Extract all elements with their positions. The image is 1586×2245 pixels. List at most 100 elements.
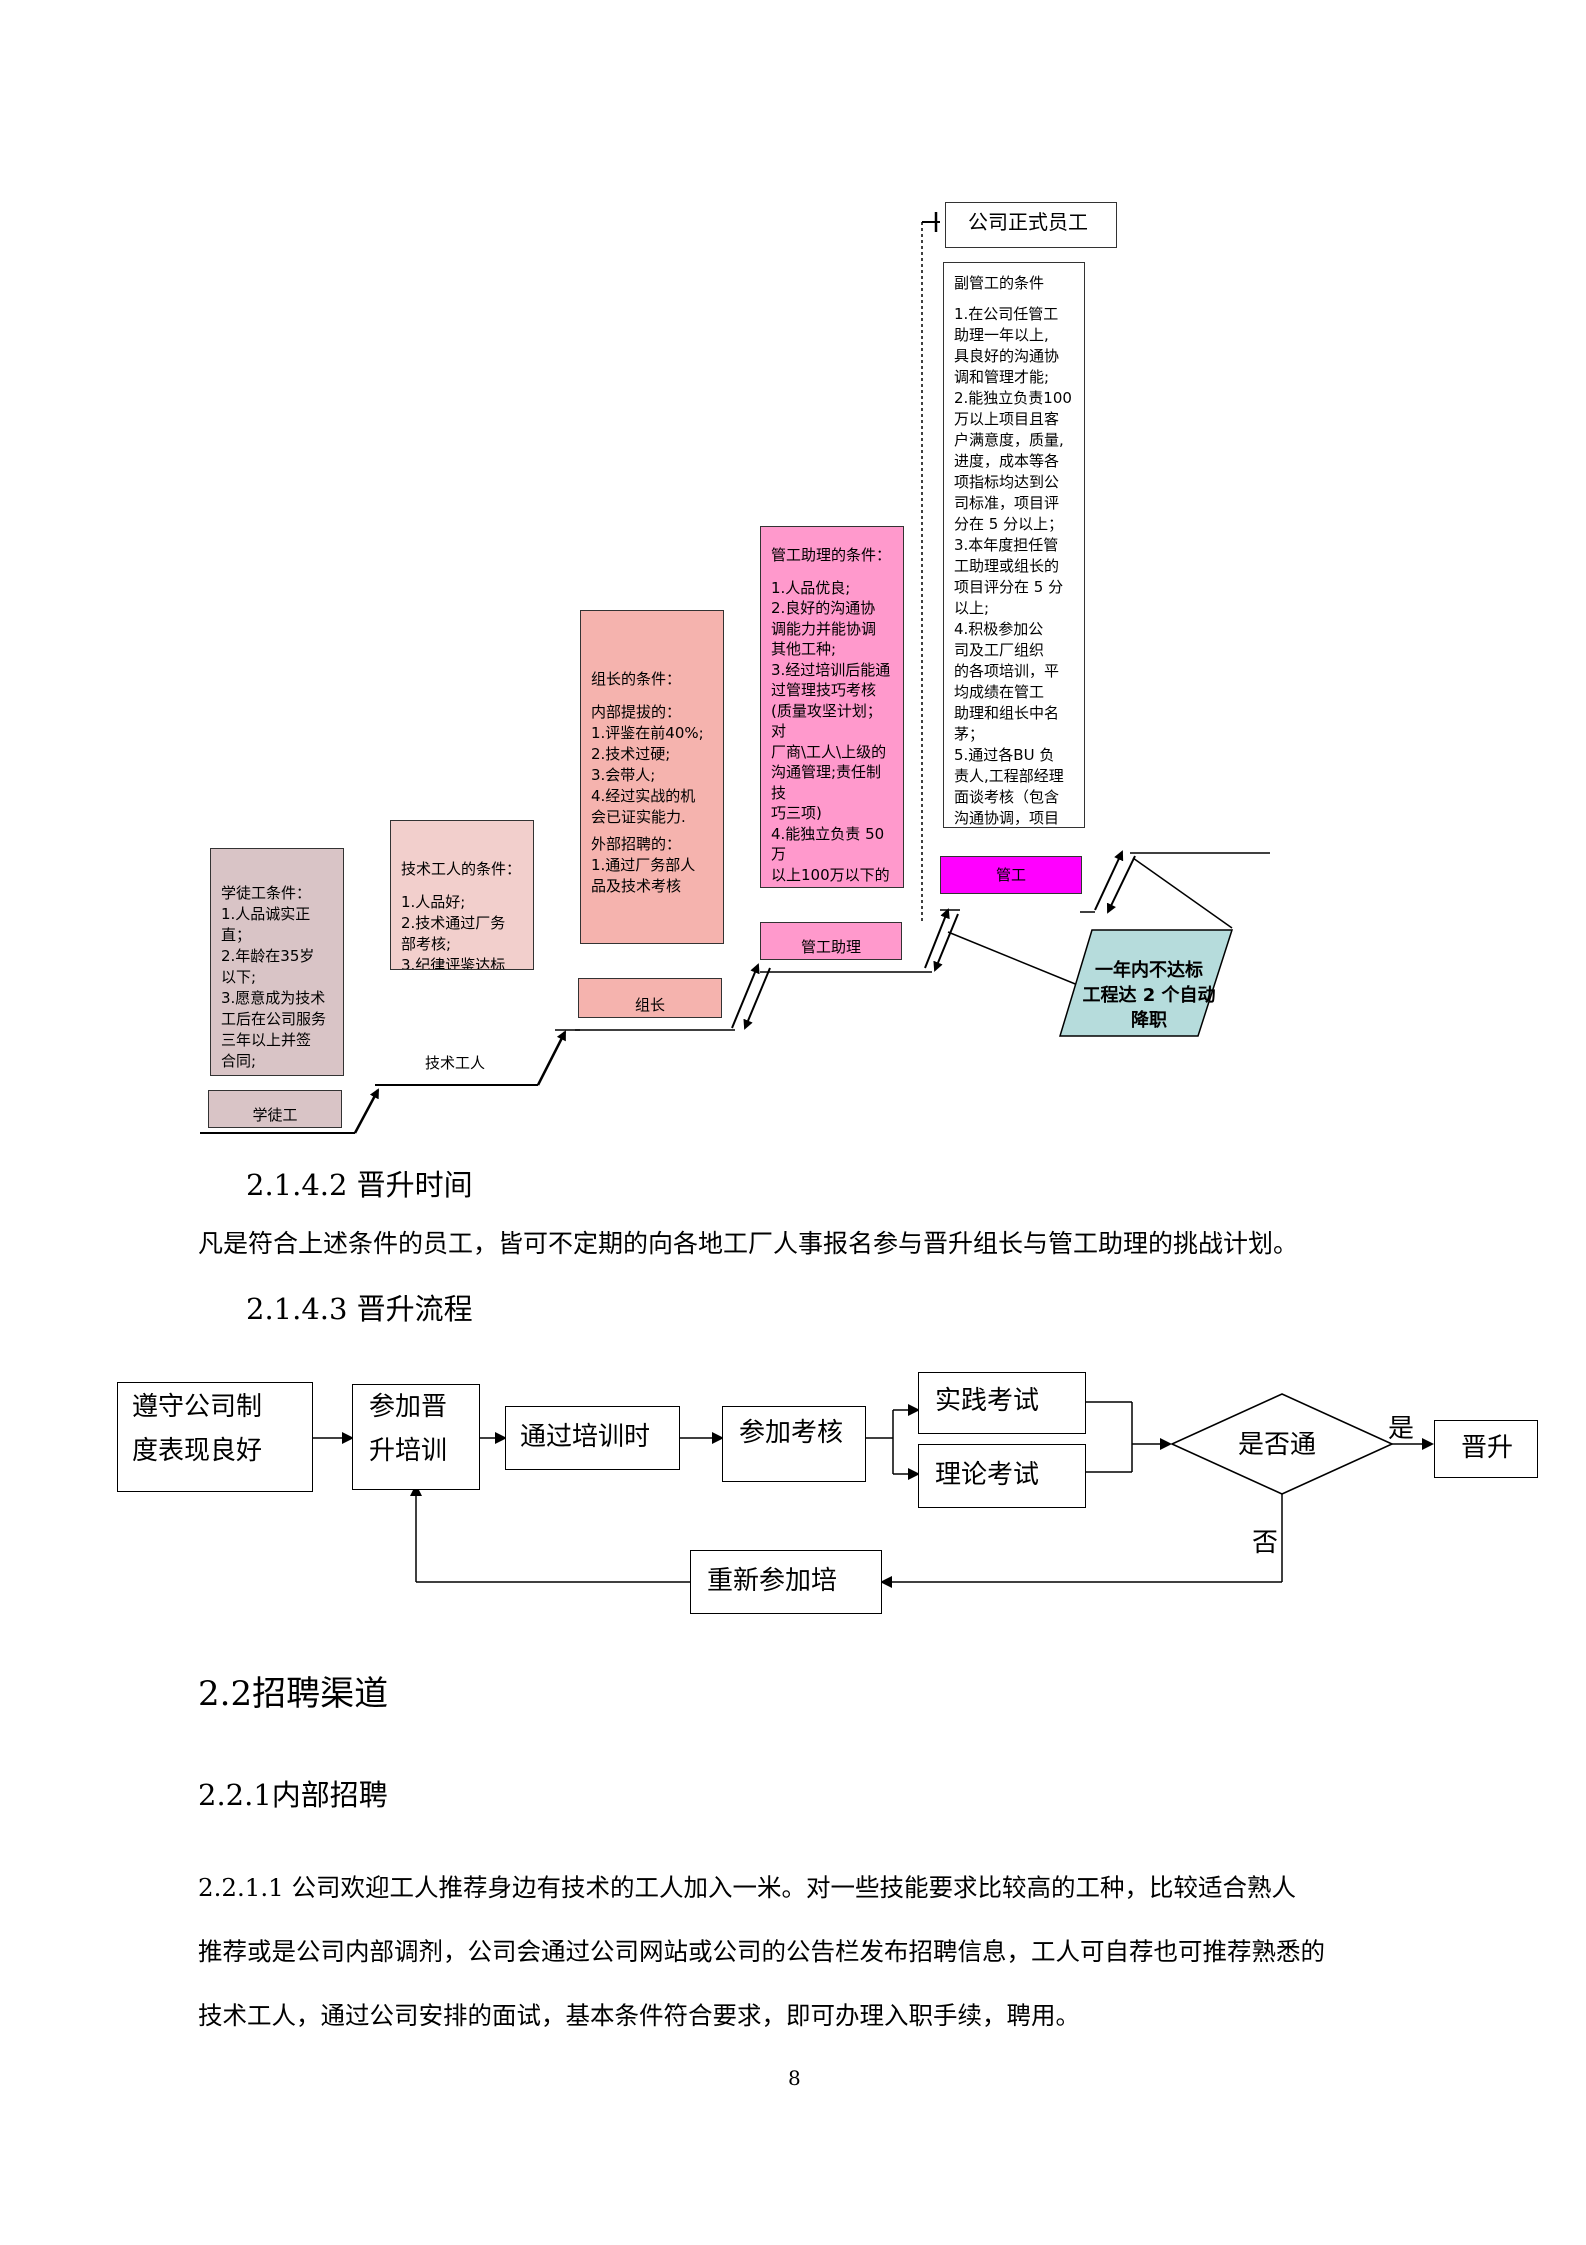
text-line: 助理和组长中名 <box>954 704 1060 722</box>
text-line: 巧三项) <box>771 804 822 822</box>
internal-heading: 2.2.1内部招聘 <box>198 1778 388 1812</box>
flow-pass-training-label: 通过培训时 <box>520 1422 651 1452</box>
text-line: 调和管理才能; <box>954 368 1050 386</box>
text-line: 遵守公司制 <box>132 1392 263 1422</box>
text-line: 2.技术过硬; <box>591 745 671 763</box>
apprentice-conditions: 学徒工条件： 1.人品诚实正直；2.年龄在35岁以下;3.愿意成为技术工后在公司… <box>210 848 344 1076</box>
flow-practice-label: 实践考试 <box>935 1386 1040 1416</box>
text-line: 以下; <box>221 968 257 986</box>
text-line: 1.评鉴在前40%; <box>591 724 704 742</box>
leader-conditions: 组长的条件： 内部提拔的： 1.评鉴在前40%;2.技术过硬;3.会带人;4.经… <box>580 610 724 944</box>
text-line: 降职 <box>1131 1010 1167 1031</box>
text-line: 司标准，项目评 <box>954 494 1060 512</box>
internal-body-lines: 2.2.1.1 公司欢迎工人推荐身边有技术的工人加入一米。对一些技能要求比较高的… <box>198 1856 1325 2048</box>
text-line: 其他工种; <box>771 640 837 658</box>
text-line: 司及工厂组织 <box>954 641 1045 659</box>
text-line: 1.通过厂务部人 <box>591 856 696 874</box>
flow-promote-label: 晋升 <box>1461 1433 1514 1463</box>
text-line: 工程并达标（质 <box>771 885 895 887</box>
technician-conditions-list: 1.人品好;2.技术通过厂务部考核;3.纪律评鉴达标 <box>401 892 525 970</box>
text-line: 合同; <box>221 1052 257 1070</box>
demotion-text-lines: 一年内不达标工程达 2 个自动降职 <box>1066 958 1232 1033</box>
text-line: 工程达 2 个自动 <box>1082 985 1216 1006</box>
text-line: 3.本年度担任管 <box>954 536 1059 554</box>
ladder-riser-1 <box>353 1088 380 1134</box>
text-line: 4.积极参加公 <box>954 620 1044 638</box>
text-line: 品及技术考核 <box>591 877 682 895</box>
text-line: 进度，成本等各 <box>954 452 1060 470</box>
text-line: 4.能独立负责 50万 <box>771 824 885 864</box>
flow-no-label: 否 <box>1252 1528 1279 1558</box>
apprentice-conditions-title: 学徒工条件： <box>221 884 312 902</box>
text-line: 度表现良好 <box>132 1436 263 1466</box>
text-line: 户满意度，质量, <box>954 431 1064 449</box>
leader-internal-title: 内部提拔的： <box>591 703 682 721</box>
step-leader-label: 组长 <box>634 996 665 1014</box>
ladder-riser-3b <box>743 967 771 1030</box>
text-line: 一年内不达标 <box>1095 960 1203 981</box>
leader-external-list: 1.通过厂务部人品及技术考核 <box>591 855 715 897</box>
demotion-line-top <box>1132 857 1233 929</box>
assistant-conditions: 管工助理的条件： 1.人品优良;2.良好的沟通协调能力并能协调其他工种;3.经过… <box>760 526 904 888</box>
text-line: 3.愿意成为技术 <box>221 989 326 1007</box>
text-line: 以上100万以下的 <box>771 865 890 884</box>
text-line: 责人,工程部经理 <box>954 767 1064 785</box>
flow-exam-label: 参加考核 <box>739 1418 844 1448</box>
technician-conditions: 技术工人的条件： 1.人品好;2.技术通过厂务部考核;3.纪律评鉴达标 <box>390 820 534 970</box>
text-line: 升培训 <box>369 1436 448 1466</box>
ladder-riser-3a <box>731 963 760 1029</box>
text-line: 分在 5 分以上； <box>954 515 1064 533</box>
leader-conditions-title: 组长的条件： <box>591 670 682 688</box>
text-line: 沟通协调，项目 <box>954 809 1060 827</box>
flow-exam-box: 参加考核 <box>722 1406 866 1482</box>
step-apprentice-label: 学徒工 <box>252 1106 298 1124</box>
text-line: 厂商\工人\上级的 <box>771 742 887 761</box>
step-assistant-label: 管工助理 <box>800 938 861 956</box>
text-line: 2.技术通过厂务 <box>401 914 506 932</box>
technician-conditions-title: 技术工人的条件： <box>401 860 522 878</box>
formal-employee-box: 公司正式员工 <box>945 202 1117 248</box>
text-line: 具良好的沟通协 <box>954 347 1060 365</box>
demotion-parallelogram <box>1058 929 1234 1037</box>
promo-time-heading: 2.1.4.2 晋升时间 <box>246 1168 473 1202</box>
text-line: 1.在公司任管工 <box>954 305 1059 323</box>
text-line: 的各项培训，平 <box>954 662 1060 680</box>
step-foreman: 管工 <box>940 856 1082 894</box>
text-line: 万以上项目且客 <box>954 410 1060 428</box>
formal-employee-label: 公司正式员工 <box>968 210 1088 234</box>
text-line: 3.经过培训后能通 <box>771 660 891 679</box>
text-line: 均成绩在管工 <box>954 683 1045 701</box>
flow-pass-training-box: 通过培训时 <box>505 1406 680 1470</box>
channels-heading: 2.2招聘渠道 <box>198 1674 389 1714</box>
promo-flow-heading: 2.1.4.3 晋升流程 <box>246 1292 473 1326</box>
ladder-riser-5b <box>1106 855 1136 914</box>
flow-yes-label: 是 <box>1388 1414 1415 1444</box>
ladder-riser-4b <box>933 913 959 972</box>
step-leader: 组长 <box>578 978 722 1018</box>
page-number: 8 <box>788 2066 801 2090</box>
leader-internal-list: 1.评鉴在前40%;2.技术过硬;3.会带人;4.经过实战的机会已证实能力. <box>591 723 715 828</box>
promo-time-body: 凡是符合上述条件的员工，皆可不定期的向各地工厂人事报名参与晋升组长与管工助理的挑… <box>198 1229 1299 1258</box>
step-apprentice: 学徒工 <box>208 1090 342 1128</box>
flow-retrain-label: 重新参加培 <box>707 1566 838 1596</box>
flow-training-lines: 参加晋升培训 <box>369 1385 479 1473</box>
text-line: 技术工人，通过公司安排的面试，基本条件符合要求，即可办理入职手续，聘用。 <box>198 2001 1080 2030</box>
assistant-conditions-list: 1.人品优良;2.良好的沟通协调能力并能协调其他工种;3.经过培训后能通过管理技… <box>771 578 895 888</box>
ladder-riser-5a <box>1094 850 1124 911</box>
text-line: 工助理或组长的 <box>954 557 1060 575</box>
ladder-riser-2 <box>536 1030 567 1086</box>
text-line: 1.人品诚实正直； <box>221 905 311 944</box>
text-line: 过管理技巧考核 <box>771 681 877 699</box>
flow-abide-box: 遵守公司制度表现良好 <box>117 1382 313 1492</box>
foreman-conditions-title: 副管工的条件 <box>954 274 1045 292</box>
assistant-conditions-title: 管工助理的条件： <box>771 546 892 564</box>
text-line: 推荐或是公司内部调剂，公司会通过公司网站或公司的公告栏发布招聘信息，工人可自荐也… <box>198 1937 1325 1966</box>
text-line: 3.纪律评鉴达标 <box>401 956 506 970</box>
flow-promote-box: 晋升 <box>1434 1420 1538 1478</box>
demotion-text: 一年内不达标工程达 2 个自动降职 <box>1066 958 1232 1033</box>
text-line: 会已证实能力. <box>591 808 686 826</box>
text-line: 助理一年以上, <box>954 326 1049 344</box>
step-assistant: 管工助理 <box>760 922 902 960</box>
